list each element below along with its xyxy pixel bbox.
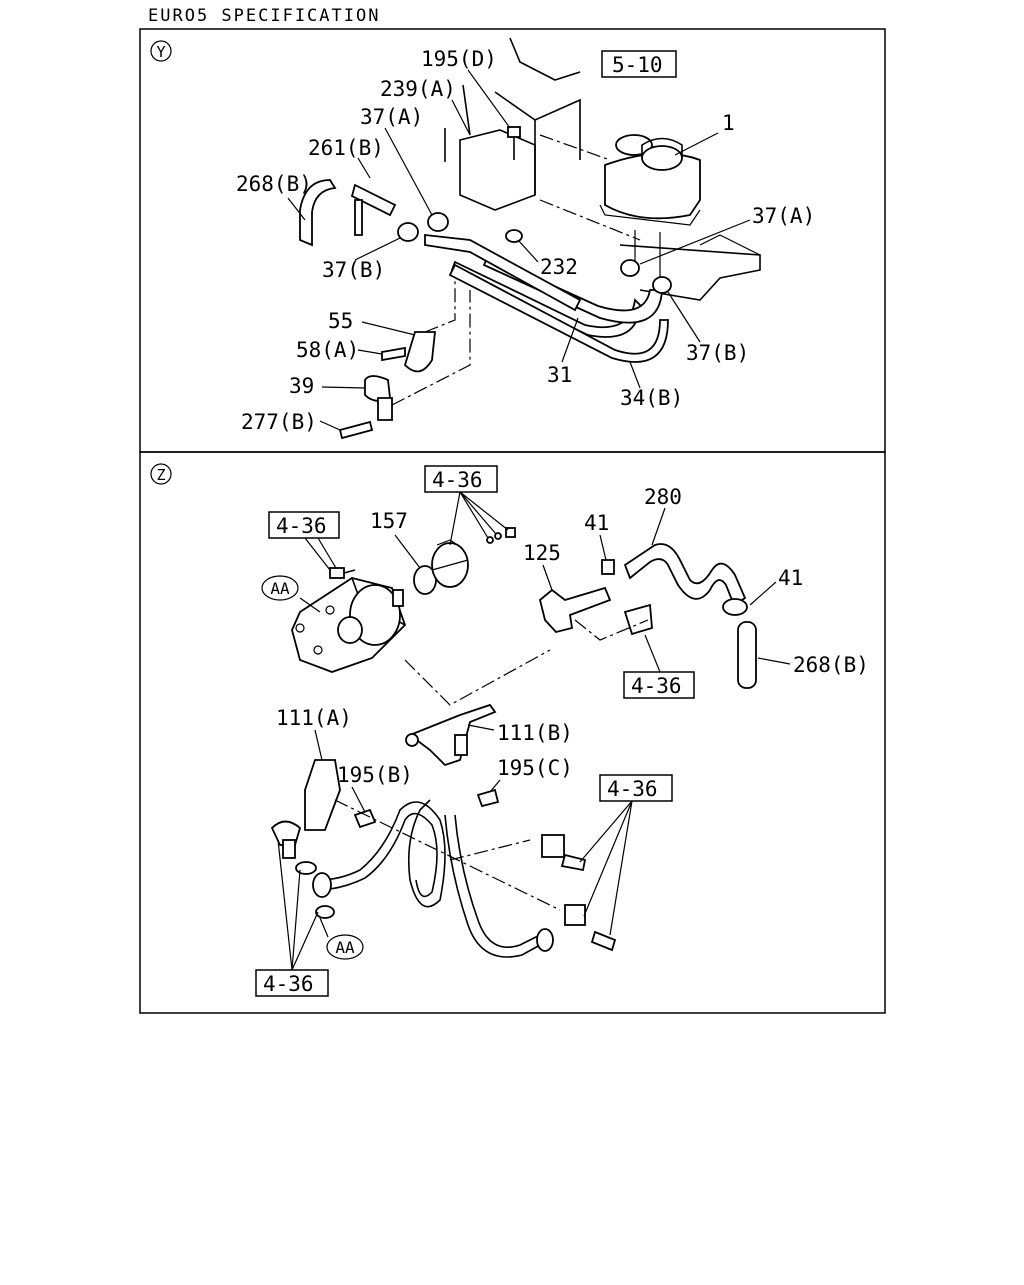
aa-label-2: AA: [335, 938, 355, 957]
callout-41-b: 41: [778, 566, 803, 590]
callout-34b: 34(B): [620, 386, 683, 410]
callout-111b: 111(B): [497, 721, 573, 745]
callout-277b: 277(B): [241, 410, 317, 434]
callout-31: 31: [547, 363, 572, 387]
aa-marker-2: [326, 934, 364, 960]
pipe-assembly-z: [270, 703, 617, 958]
ref-box-4-36-e: [255, 969, 329, 997]
callout-157: 157: [370, 509, 408, 533]
panel-z-marker-circle: [150, 463, 172, 485]
ref-box-4-36-b: [424, 465, 498, 493]
callout-37a-top: 37(A): [360, 105, 423, 129]
panel-z-marker: Z: [156, 466, 165, 484]
hose-assembly-y: [299, 179, 669, 363]
ref-box-4-36-a: [268, 511, 340, 539]
ref-4-36-a: 4-36: [276, 514, 327, 538]
callout-195c: 195(C): [497, 756, 573, 780]
callout-195b: 195(B): [337, 763, 413, 787]
leader-lines-y: [287, 69, 751, 431]
page-header-title: EURO5 SPECIFICATION: [148, 6, 380, 26]
callout-239a: 239(A): [380, 77, 456, 101]
callout-1: 1: [722, 111, 735, 135]
callout-195d: 195(D): [421, 47, 497, 71]
ref-4-36-e: 4-36: [263, 972, 314, 996]
ref-4-36-b: 4-36: [432, 468, 483, 492]
hose-assembly-z: [404, 543, 757, 706]
callout-37b-left: 37(B): [322, 258, 385, 282]
panel-z: Z: [150, 463, 869, 997]
power-steering-pump: [291, 527, 516, 673]
callout-261b: 261(B): [308, 136, 384, 160]
panel-y-marker-circle: [150, 40, 172, 62]
callout-268b: 268(B): [236, 172, 312, 196]
callout-37a-right: 37(A): [752, 204, 815, 228]
callout-41-a: 41: [584, 511, 609, 535]
oil-reservoir-tank: [599, 134, 701, 285]
panel-z-frame: [139, 451, 886, 1014]
ref-4-36-c: 4-36: [631, 674, 682, 698]
callout-55: 55: [328, 309, 353, 333]
ref-box-4-36-c: [623, 671, 695, 699]
panel-y: Y: [150, 37, 815, 440]
panel-y-marker: Y: [156, 43, 165, 61]
callout-58a: 58(A): [296, 338, 359, 362]
callout-232: 232: [540, 255, 578, 279]
callout-111a: 111(A): [276, 706, 352, 730]
leader-lines-z: [277, 491, 791, 971]
clamps-and-bolts-y: [338, 84, 672, 440]
ref-box-4-36-d: [599, 774, 673, 802]
callout-280: 280: [644, 485, 682, 509]
callout-125: 125: [523, 541, 561, 565]
aa-label-1: AA: [270, 579, 290, 598]
ref-5-10: 5-10: [612, 53, 663, 77]
ref-4-36-d: 4-36: [607, 777, 658, 801]
ref-box-5-10: [601, 50, 677, 78]
callout-39: 39: [289, 374, 314, 398]
aa-marker-1: [261, 575, 299, 601]
callout-37b-right: 37(B): [686, 341, 749, 365]
chassis-frame-drawing: [459, 37, 761, 301]
callout-268b-z: 268(B): [793, 653, 869, 677]
